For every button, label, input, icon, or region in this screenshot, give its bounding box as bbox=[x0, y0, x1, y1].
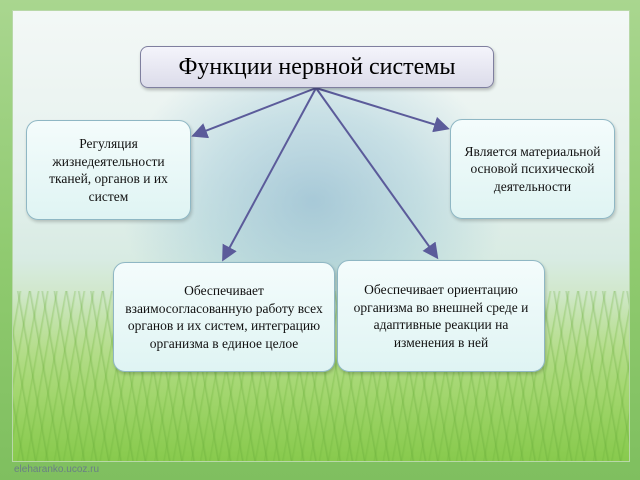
watermark: eleharanko.ucoz.ru bbox=[14, 464, 100, 475]
function-text-regulation: Регуляция жизнедеятельности тканей, орга… bbox=[49, 136, 168, 204]
function-box-integration: Обеспечивает взаимосогласованную работу … bbox=[113, 262, 335, 372]
function-text-integration: Обеспечивает взаимосогласованную работу … bbox=[125, 283, 323, 351]
diagram-title: Функции нервной системы bbox=[140, 46, 494, 88]
function-box-psychic-basis: Является материальной основой психическо… bbox=[450, 119, 615, 219]
arrow-to-regulation bbox=[191, 87, 317, 139]
arrow-to-orientation bbox=[315, 87, 439, 260]
arrow-to-integration bbox=[222, 87, 317, 262]
function-box-regulation: Регуляция жизнедеятельности тканей, орга… bbox=[26, 120, 191, 220]
function-text-psychic-basis: Является материальной основой психическо… bbox=[464, 143, 601, 194]
function-text-orientation: Обеспечивает ориентацию организма во вне… bbox=[353, 282, 529, 350]
function-box-orientation: Обеспечивает ориентацию организма во вне… bbox=[337, 260, 545, 372]
arrow-to-psychic-basis bbox=[315, 87, 450, 133]
